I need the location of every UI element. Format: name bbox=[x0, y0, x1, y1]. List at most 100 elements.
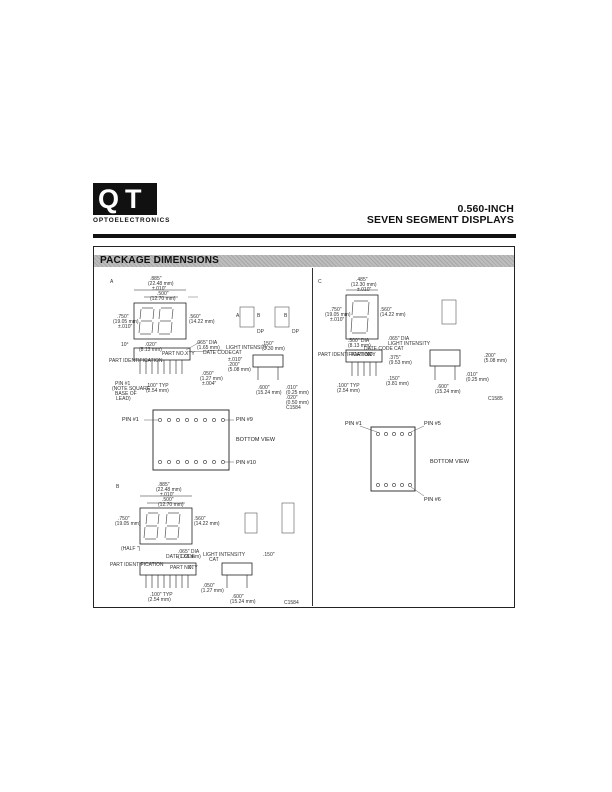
dim-a-3: ±.010" bbox=[152, 286, 167, 292]
bottom-view-label-a: BOTTOM VIEW bbox=[236, 437, 276, 443]
dim-c-21: .600" bbox=[437, 384, 449, 390]
seg-dp-right: DP bbox=[292, 329, 299, 335]
dim-b-12: (1.65 mm) bbox=[178, 554, 201, 560]
dim-a-28: (2.54 mm) bbox=[146, 388, 169, 394]
dim-c-16: (9.53 mm) bbox=[389, 360, 412, 366]
dim-b-3: ±.010" bbox=[160, 492, 175, 498]
dim-c-12: LIGHT INTENSITY bbox=[388, 341, 431, 347]
panel-divider bbox=[312, 268, 313, 606]
part-no-a: PART NO. bbox=[162, 351, 186, 357]
logo-subtitle: OPTOELECTRONICS bbox=[93, 217, 171, 224]
dim-a-9: .560" bbox=[189, 314, 201, 320]
dim-a-35: PIN #1 bbox=[115, 381, 131, 387]
dim-c-11: .065" DIA bbox=[388, 336, 410, 342]
pin1-label-c: PIN #1 bbox=[345, 421, 362, 427]
pin10-label-a: PIN #10 bbox=[236, 460, 256, 466]
dim-a-14: .065" DIA bbox=[196, 340, 218, 346]
dim-a-38: LEAD) bbox=[116, 396, 131, 402]
dim-a-19: .150" bbox=[262, 341, 274, 347]
part-id-c: PART IDENTIFICATION bbox=[318, 352, 372, 358]
drawing-a-letter: A bbox=[110, 279, 114, 285]
pin1-label-a: PIN #1 bbox=[122, 417, 139, 423]
dim-c-9: .500" DIA bbox=[348, 338, 370, 344]
dim-b-14: LIGHT INTENSITY bbox=[203, 552, 246, 558]
header-rule bbox=[93, 234, 516, 238]
dim-a-34: (0.50 mm) bbox=[286, 400, 309, 406]
logo-letters: Q bbox=[98, 184, 119, 214]
dim-c-17: .150" bbox=[388, 376, 400, 382]
title-line-2: SEVEN SEGMENT DISPLAYS bbox=[366, 214, 514, 226]
section-band bbox=[94, 255, 514, 267]
part-id-b: PART IDENTIFICATION bbox=[110, 562, 164, 568]
dim-a-10: (14.22 mm) bbox=[189, 319, 215, 325]
logo-letter-t: T bbox=[125, 184, 142, 214]
dim-c-1: .485" bbox=[356, 277, 368, 283]
dim-c-25: .200" bbox=[484, 353, 496, 359]
dim-c-22: (15.24 mm) bbox=[435, 389, 461, 395]
dim-b-9: (14.22 mm) bbox=[194, 521, 220, 527]
pin9-label-a: PIN #9 bbox=[236, 417, 253, 423]
dim-b-23: C1584 bbox=[284, 600, 299, 606]
dim-a-39: C1584 bbox=[286, 405, 301, 411]
dim-c-7: .560" bbox=[380, 307, 392, 313]
dim-c-10: (8.13 mm) bbox=[348, 343, 371, 349]
dim-a-20: (3.30 mm) bbox=[262, 346, 285, 352]
dim-a-8: ±.010" bbox=[118, 324, 133, 330]
dim-b-18: (2.54 mm) bbox=[148, 597, 171, 603]
dim-c-4: .750" bbox=[330, 307, 342, 313]
dim-b-13: DATE CODE bbox=[166, 554, 195, 560]
dim-c-18: (3.81 mm) bbox=[386, 381, 409, 387]
qt-logo: Q OPTOELECTRONICS T bbox=[93, 183, 169, 229]
dim-a-24: .050" bbox=[202, 371, 214, 377]
part-id-a: PART IDENTIFICATION bbox=[109, 358, 163, 364]
dim-a-1: .885" bbox=[150, 276, 162, 282]
dim-a-2: (22.48 mm) bbox=[148, 281, 174, 287]
dim-a-17: LIGHT INTENSITY bbox=[226, 345, 269, 351]
dim-b-11: .065" DIA bbox=[178, 549, 200, 555]
dim-b-17: .100" TYP bbox=[150, 592, 173, 598]
drawing-c-letter: C bbox=[318, 279, 322, 285]
dim-c-20: (2.54 mm) bbox=[337, 388, 360, 394]
dim-b-15: CAT bbox=[209, 557, 219, 563]
dim-a-25: (1.27 mm) bbox=[200, 376, 223, 382]
dim-b-5: (12.70 mm) bbox=[158, 502, 184, 508]
dim-a-22: .200" bbox=[228, 362, 240, 368]
dim-a-12: .020" bbox=[145, 342, 157, 348]
part-no-c: PART NO. bbox=[351, 352, 375, 358]
dim-a-23: (5.08 mm) bbox=[228, 367, 251, 373]
dim-b-22: (1.27 mm) bbox=[201, 588, 224, 594]
dim-b-19: .600" bbox=[232, 594, 244, 600]
dimensions-panel bbox=[93, 246, 515, 608]
seg-a-left: A bbox=[236, 313, 240, 319]
part-no-b: PART NO. bbox=[170, 565, 194, 571]
dim-a-31: .010" bbox=[286, 385, 298, 391]
dim-b-21: .050" bbox=[203, 583, 215, 589]
seg-b-left: B bbox=[257, 313, 261, 319]
dim-a-26: ±.004" bbox=[202, 381, 217, 387]
dim-c-8: (14.22 mm) bbox=[380, 312, 406, 318]
dim-c-24: (0.25 mm) bbox=[466, 377, 489, 383]
dim-a-36: (NOTE SQUARE bbox=[112, 386, 151, 392]
dim-a-6: .750" bbox=[117, 314, 129, 320]
seg-b-right: B bbox=[284, 313, 288, 319]
dim-b-6: .750" bbox=[118, 516, 130, 522]
dim-c-3: ±.010" bbox=[357, 287, 372, 293]
dim-a-37: BASE OF bbox=[115, 391, 137, 397]
dim-b-1: .885" bbox=[158, 482, 170, 488]
dim-b-20: (15.24 mm) bbox=[230, 599, 256, 605]
dim-b-10: (HALF ") bbox=[121, 546, 141, 552]
dim-b-4: .500" bbox=[162, 497, 174, 503]
dim-a-5: (12.70 mm) bbox=[150, 296, 176, 302]
dim-c-23: .010" bbox=[466, 372, 478, 378]
qty-c: XTY bbox=[366, 352, 376, 358]
qty-a: XTY bbox=[185, 351, 195, 357]
logo-mark bbox=[93, 183, 157, 215]
dim-b-8: .560" bbox=[194, 516, 206, 522]
dim-a-32: (0.25 mm) bbox=[286, 390, 309, 396]
title-line-1: 0.560-INCH bbox=[457, 203, 514, 215]
dim-b-7: (19.05 mm) bbox=[115, 521, 141, 527]
